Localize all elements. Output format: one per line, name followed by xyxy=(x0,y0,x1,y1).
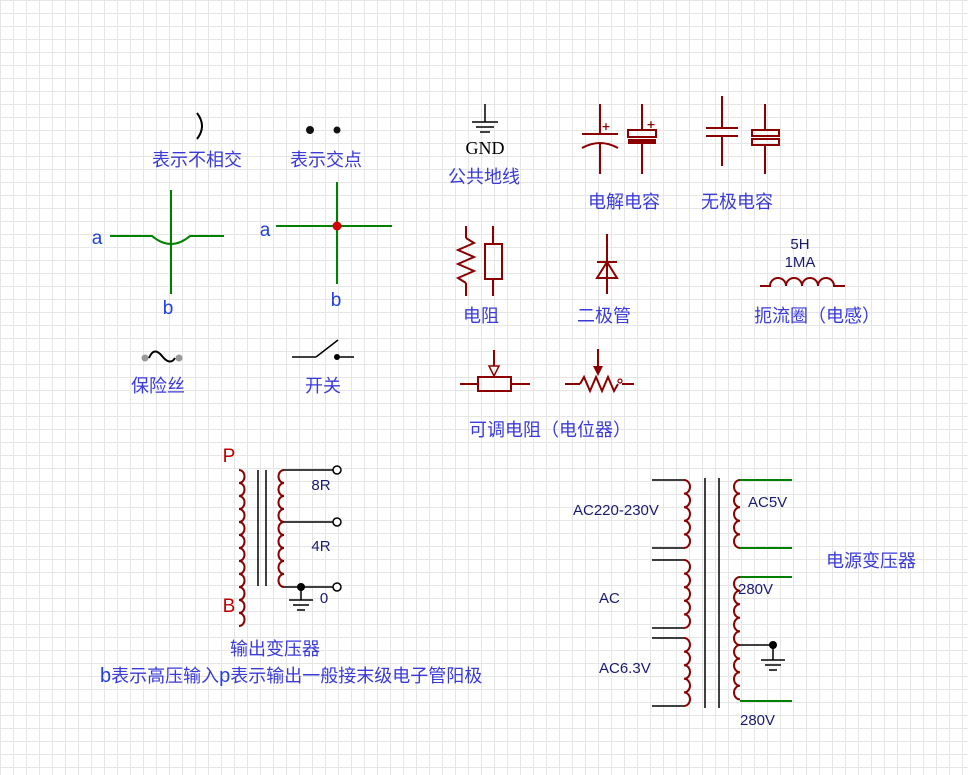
switch-icon xyxy=(292,339,354,360)
ground-icon xyxy=(472,104,498,133)
inductor-value: 5H xyxy=(790,236,809,253)
crossing-connect-label-b: b xyxy=(331,290,342,311)
junction-dot xyxy=(332,221,342,231)
output-transformer-tap-0: 0 xyxy=(320,590,328,607)
power-transformer-ac5v: AC5V xyxy=(748,494,787,511)
inductor-icon xyxy=(760,277,845,287)
output-transformer-note: b表示高压输入p表示输出一般接末级电子管阳极 xyxy=(100,665,482,687)
crossing-no-connect-label-b: b xyxy=(163,298,174,319)
inductor-caption: 扼流圈（电感） xyxy=(754,306,880,327)
switch-caption: 开关 xyxy=(305,376,341,397)
ground-caption: 公共地线 xyxy=(448,167,520,188)
resistor-icon xyxy=(455,226,503,296)
crossing-connect-caption: 表示交点 xyxy=(290,150,362,171)
terminal-8r xyxy=(332,465,342,475)
diode-caption: 二极管 xyxy=(577,306,631,327)
crossing-no-connect-label-a: a xyxy=(92,228,103,249)
potentiometer-zigzag-icon xyxy=(565,349,634,394)
nonpolar-capacitor-icon xyxy=(706,96,780,174)
inductor-current: 1MA xyxy=(785,254,816,271)
power-transformer-primary: AC220-230V xyxy=(573,502,659,519)
output-transformer-symbol xyxy=(238,465,342,627)
electrolytic-plus-1: + xyxy=(601,120,610,133)
terminal-0 xyxy=(332,582,342,592)
output-transformer-tap-8r: 8R xyxy=(311,477,330,494)
power-transformer-hv1: 280V xyxy=(738,581,773,598)
electrolytic-plus-2: + xyxy=(646,118,655,131)
crossing-connect-symbol xyxy=(276,182,392,284)
potentiometer-box-icon xyxy=(460,350,530,392)
terminal-4r xyxy=(332,517,342,527)
electrolytic-cap-caption: 电解电容 xyxy=(588,192,660,213)
resistor-caption: 电阻 xyxy=(463,306,499,327)
output-transformer-label-p: P xyxy=(223,446,236,467)
potentiometer-caption: 可调电阻（电位器） xyxy=(469,420,631,441)
output-transformer-label-b: B xyxy=(223,596,236,617)
crossing-no-connect-caption: 表示不相交 xyxy=(152,150,242,171)
crossing-connect-label-a: a xyxy=(260,220,271,241)
power-transformer-caption: 电源变压器 xyxy=(826,551,916,572)
crossing-dots-icon xyxy=(306,126,341,134)
crossing-no-connect-symbol xyxy=(110,190,224,294)
power-transformer-ac: AC xyxy=(599,590,620,607)
power-transformer-ac63: AC6.3V xyxy=(599,660,651,677)
power-transformer-hv2: 280V xyxy=(740,712,775,729)
electrolytic-capacitor-icon xyxy=(581,104,657,174)
output-transformer-tap-4r: 4R xyxy=(311,538,330,555)
nonpolar-cap-caption: 无极电容 xyxy=(701,192,773,213)
diode-icon xyxy=(595,234,619,294)
ground-symbol-text: GND xyxy=(466,138,505,158)
fuse-caption: 保险丝 xyxy=(131,376,185,397)
power-transformer-symbol xyxy=(652,478,792,708)
crossing-no-connect-arc xyxy=(196,112,203,140)
fuse-icon xyxy=(141,350,183,363)
output-transformer-caption: 输出变压器 xyxy=(230,639,320,660)
